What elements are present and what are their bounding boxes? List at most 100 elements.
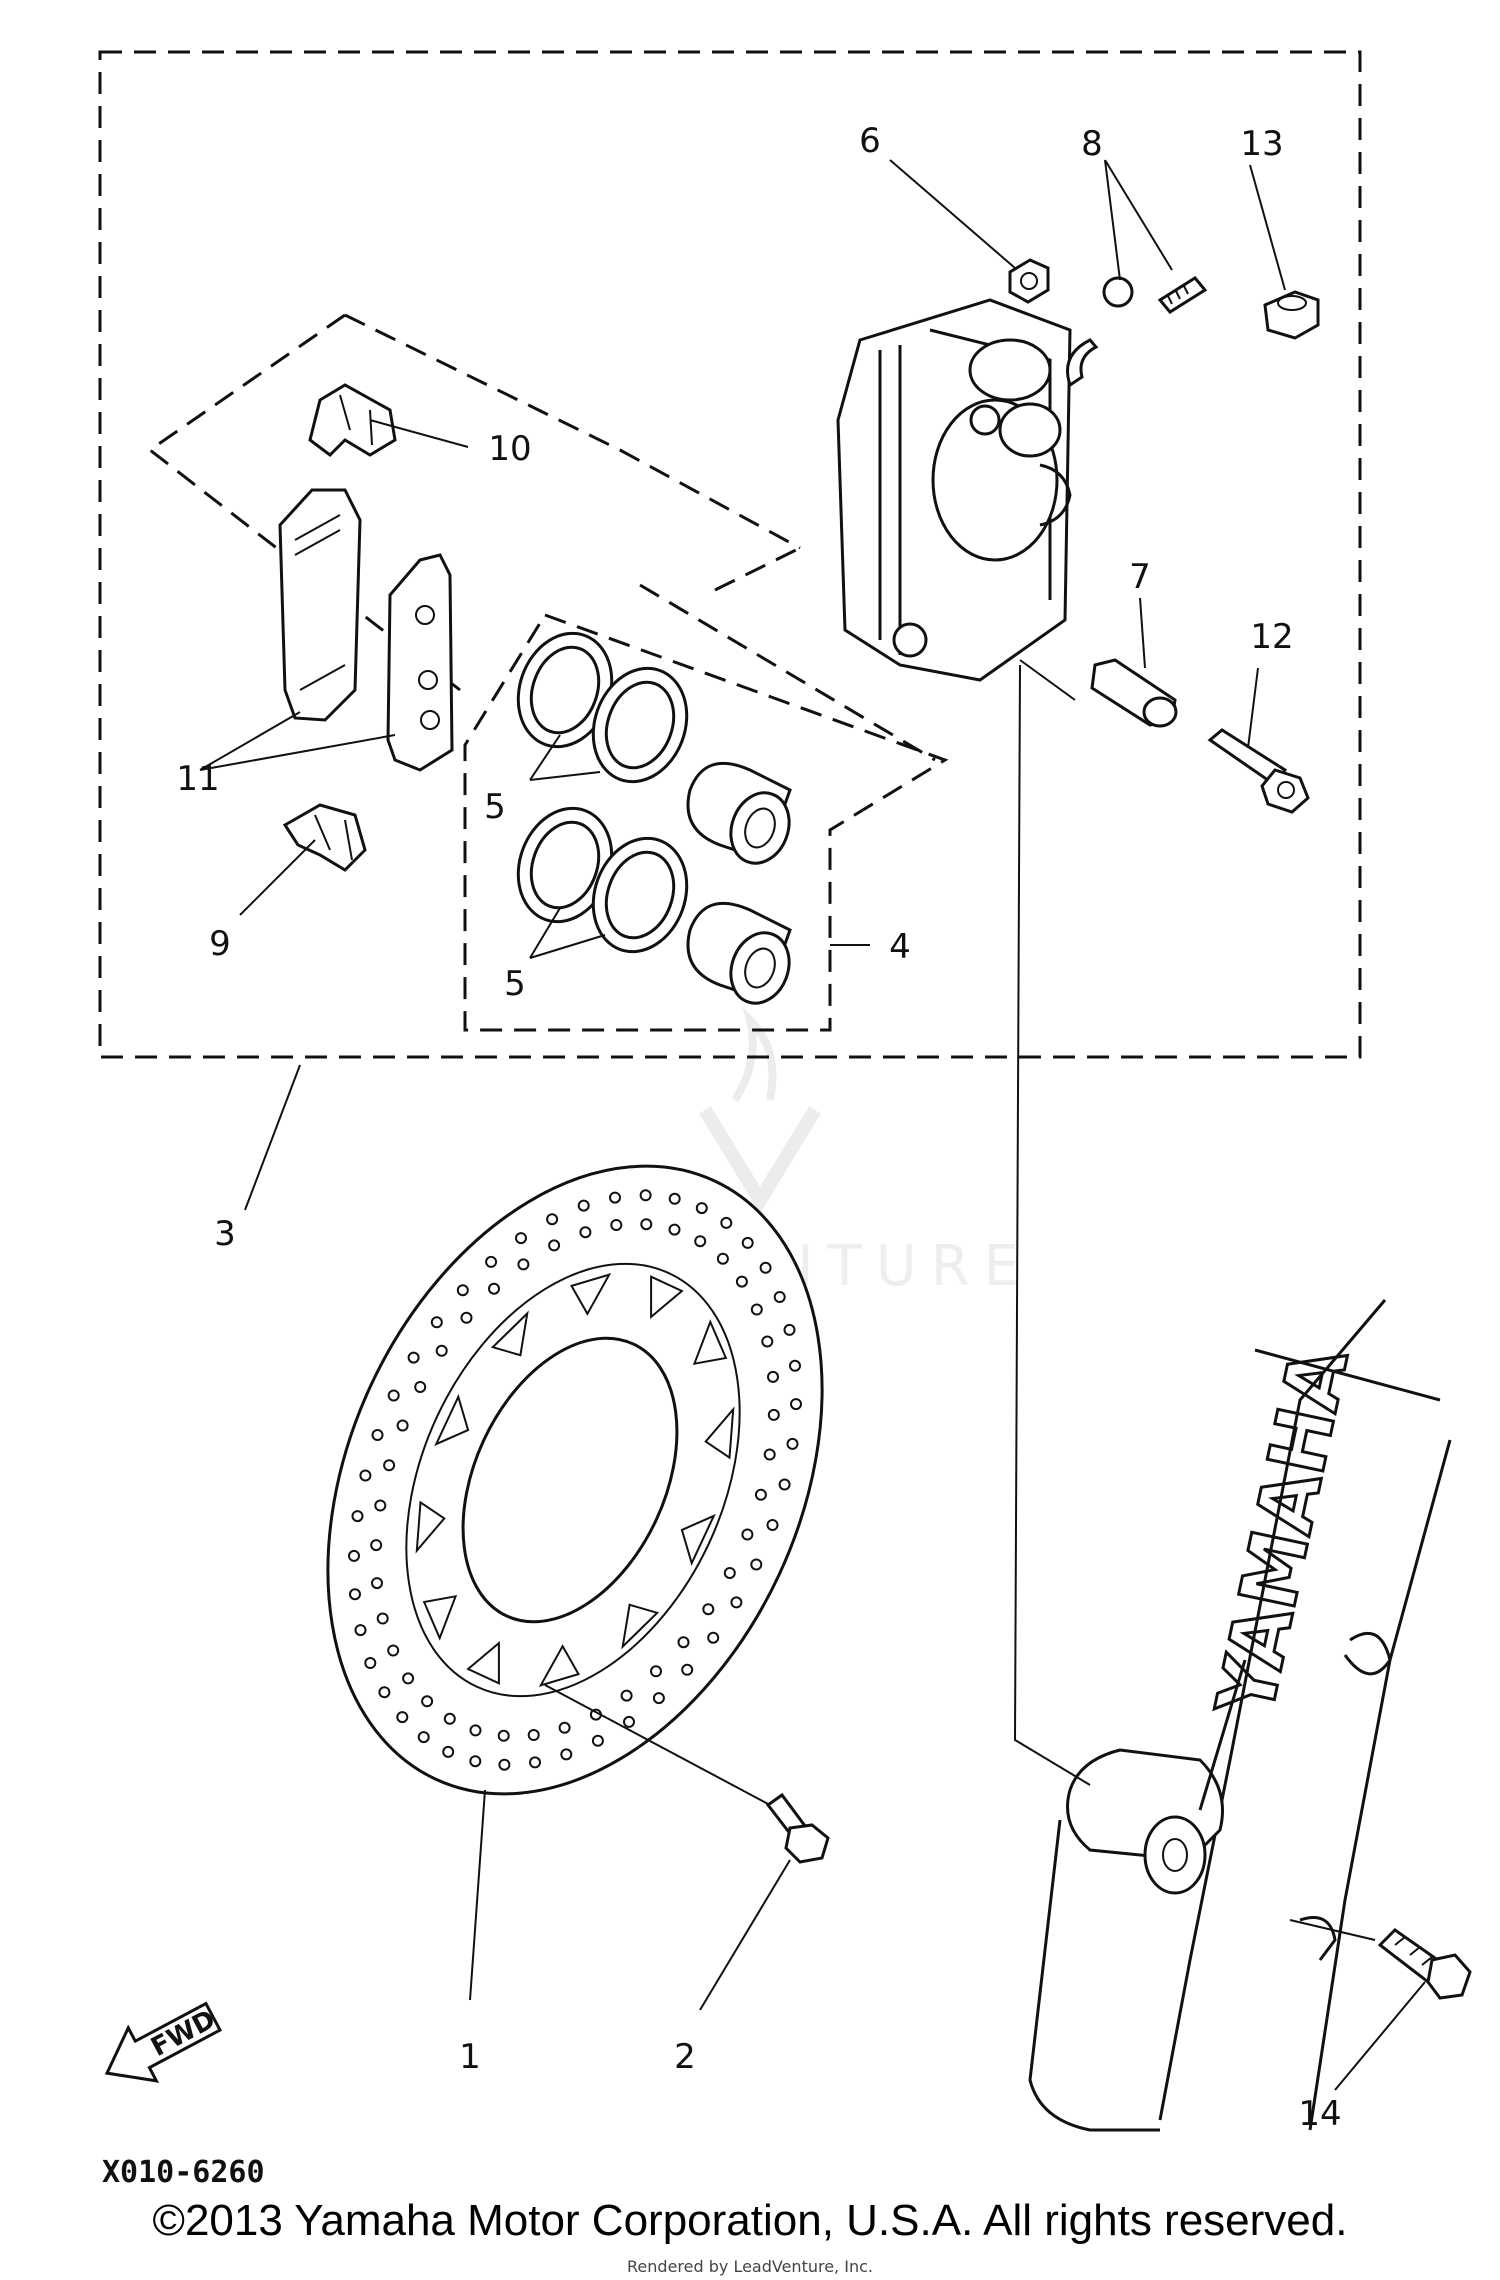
disc-hole [351,1510,364,1523]
disc-hole [374,1499,387,1512]
disc-hole [750,1558,763,1571]
disc-hole [579,1226,592,1239]
callout-13: 13 [1240,124,1283,164]
disc-hole [529,1756,541,1769]
disc-hole [469,1724,482,1737]
disc-slot [466,1640,500,1685]
caliper-bolt [1207,728,1310,814]
disc-hole [716,1252,729,1265]
disc-hole [741,1236,754,1249]
disc-hole [789,1359,801,1372]
callout-3: 3 [214,1214,236,1254]
brake-disc [326,1164,824,1796]
disc-hole [677,1636,690,1649]
disc-hole [558,1721,571,1734]
disc-hole [383,1459,396,1472]
disc-hole [668,1192,681,1205]
disc-hole [609,1191,621,1204]
disc-hole [485,1255,498,1268]
front-fork: YAMAHA [1028,1299,1452,2132]
disc-hole [783,1323,796,1336]
disc-hole [754,1488,767,1501]
fwd-arrow-icon: FWD [104,2001,223,2083]
disc-hole [364,1657,377,1669]
disc-hole [396,1711,409,1724]
disc-hole [359,1469,372,1482]
disc-hole [498,1758,511,1771]
callout-9: 9 [209,924,231,964]
disc-slot [650,1275,684,1320]
seal-kit-box [463,613,949,1032]
disc-hole [577,1199,590,1212]
disc-hole [650,1665,662,1678]
disc-slot [621,1603,660,1650]
disc-hole [639,1189,652,1202]
fine-print: Rendered by LeadVenture, Inc. [627,2257,873,2276]
disc-hole [378,1686,391,1699]
disc-hole [387,1389,400,1402]
disc-hole [620,1689,633,1702]
disc-slot [704,1406,735,1460]
fwd-label: FWD [146,2004,220,2062]
callout-5a: 5 [484,787,506,827]
disc-hole [560,1748,573,1761]
brake-caliper [836,298,1072,682]
disc-hole [759,1261,772,1274]
diagram-code: X010-6260 [102,2155,265,2190]
callout-1: 1 [459,2037,481,2077]
bleed-screw [1008,258,1050,304]
callout-4: 4 [889,927,911,967]
disc-hole [488,1282,500,1295]
disc-slot [538,1644,580,1687]
disc-hole [402,1672,415,1685]
disc-hole [767,1408,780,1421]
callout-12: 12 [1250,617,1293,657]
disc-slot [680,1513,716,1567]
disc-hole [443,1712,456,1725]
bleed-cap [1263,290,1320,340]
disc-hole [750,1303,763,1316]
callout-numbers: 1 2 3 4 5 5 6 7 8 9 10 11 12 13 14 [176,121,1341,2134]
disc-hole [741,1528,754,1541]
copyright-notice: ©2013 Yamaha Motor Corporation, U.S.A. A… [152,2196,1348,2245]
disc-hole [720,1216,733,1229]
disc-hole [640,1218,653,1231]
disc-hole [517,1258,530,1271]
disc-hole [414,1381,427,1393]
disc-hole [370,1539,383,1552]
caliper-mounting-bolt [1377,1928,1472,2000]
disc-hole [442,1745,455,1758]
disc-hole [371,1429,384,1441]
callout-2: 2 [674,2037,696,2077]
disc-hole [430,1316,443,1329]
disc-hole [786,1437,799,1450]
disc-hole [723,1567,736,1579]
disc-hole [767,1370,779,1383]
piston-seals [516,631,689,954]
disc-hole [371,1577,383,1590]
pad-pin-bolt [1090,658,1178,728]
pad-support [282,803,367,872]
disc-hole [623,1715,635,1728]
disc-hole [349,1588,361,1601]
disc-hole [761,1335,774,1348]
disc-hole [469,1755,482,1768]
fork-brand-text: YAMAHA [1200,1340,1366,1725]
callout-6: 6 [859,121,881,161]
disc-slot [490,1310,529,1357]
disc-bolt [765,1792,830,1864]
disc-slot [422,1595,458,1641]
disc-hole [515,1232,527,1245]
disc-hole [668,1223,681,1236]
disc-hole [354,1624,367,1637]
brake-pads [278,488,454,772]
caliper-assembly-box [98,50,1362,1059]
disc-hole [348,1549,360,1562]
disc-slot [415,1500,446,1554]
disc-hole [387,1644,400,1657]
disc-hole [695,1202,708,1215]
disc-hole [702,1603,715,1616]
disc-hole [652,1692,665,1705]
disc-hole [417,1731,430,1744]
